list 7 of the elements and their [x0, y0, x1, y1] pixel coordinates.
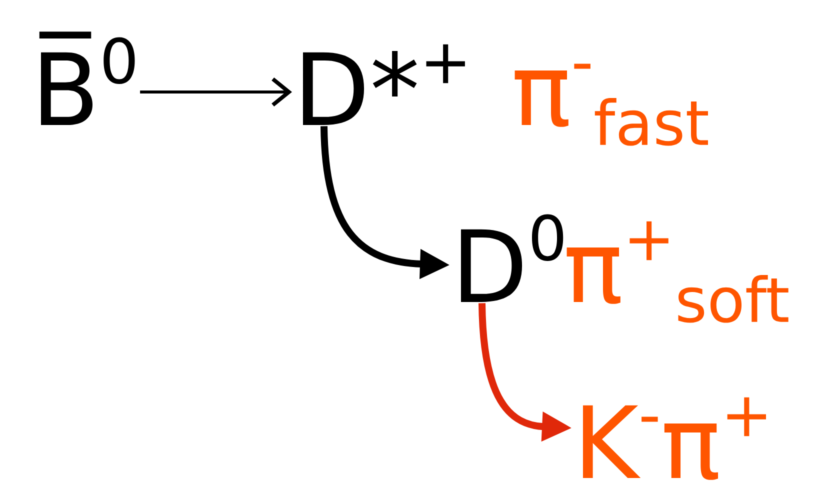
- particle-symbol: B̅$^{0}$: [39, 32, 135, 125]
- particle-symbol: D$^{0}$: [460, 214, 564, 302]
- particle-symbol: π$^{-}$fast: [514, 64, 708, 146]
- arrow: [140, 77, 292, 107]
- particle-symbol: K$^{-}$π$^{+}$: [582, 397, 766, 480]
- particle-symbol: π$^{+}$soft: [566, 221, 788, 323]
- particle-symbol: D*$^{+}$: [303, 44, 465, 125]
